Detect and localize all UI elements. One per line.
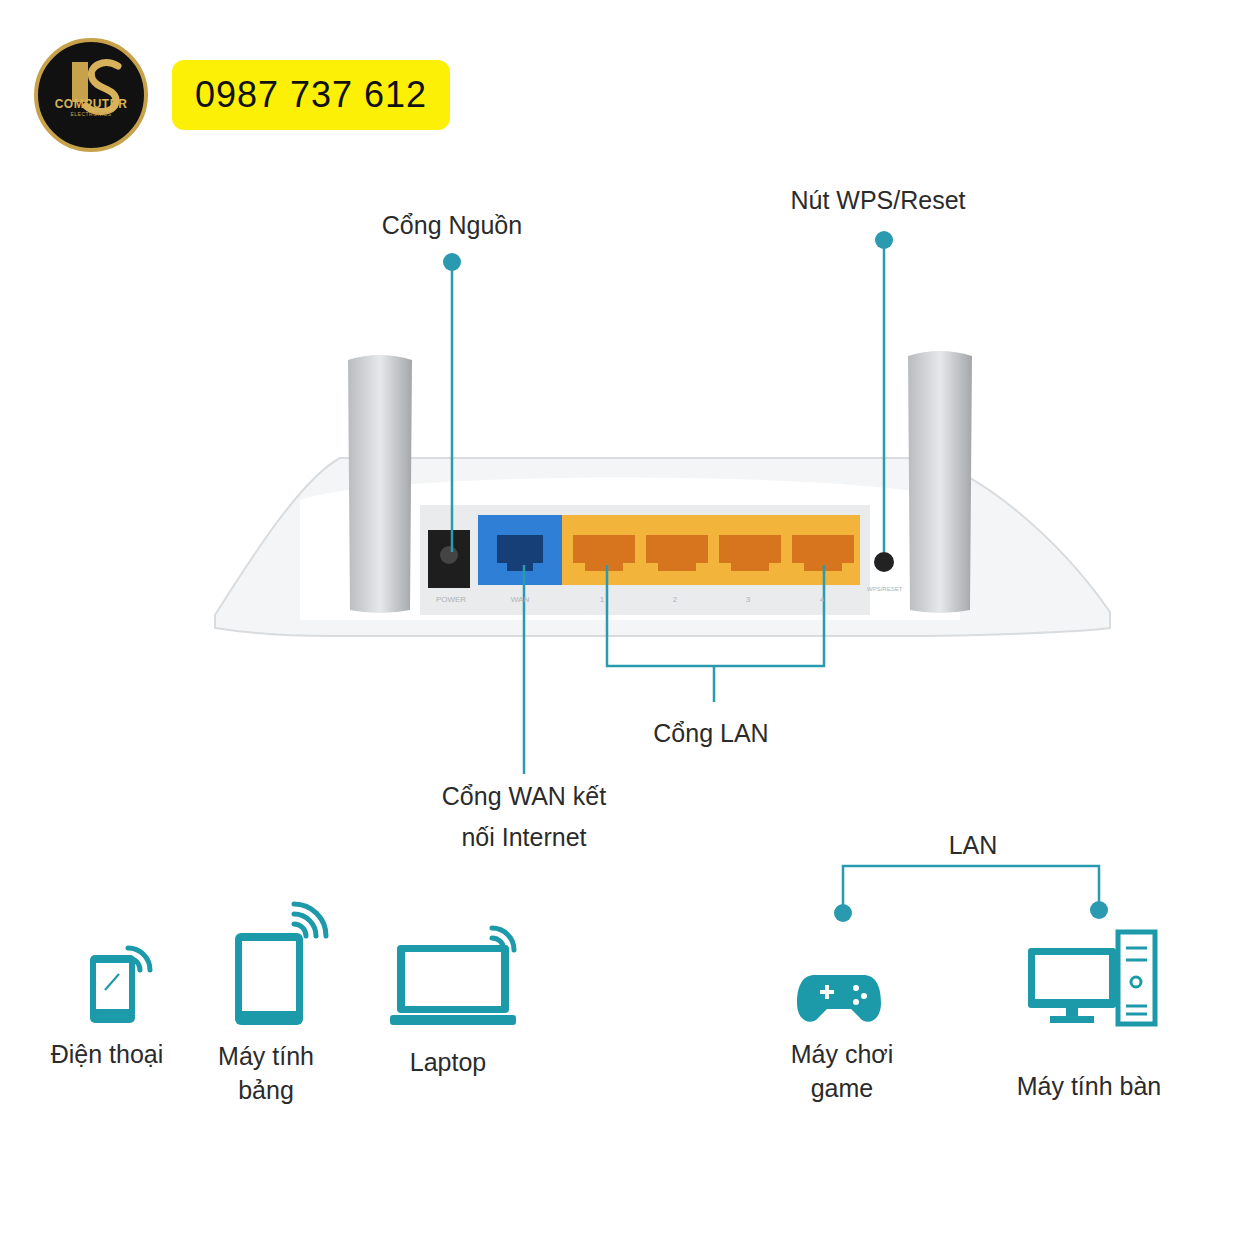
logo-symbol — [72, 62, 88, 102]
device-label: Điện thoại — [51, 1039, 164, 1070]
logo-circle — [36, 40, 146, 150]
antenna — [348, 355, 412, 613]
gamepad-icon — [797, 975, 881, 1022]
power-port — [428, 530, 470, 588]
port-marking: 1 — [600, 595, 604, 605]
port-marking: 2 — [673, 595, 677, 605]
desktop-icon — [1028, 932, 1155, 1024]
port-marking: WPS/RESET — [867, 586, 901, 594]
port-marking: 3 — [746, 595, 750, 605]
leader-dot — [443, 231, 1108, 922]
device-label: Máy tính bảng — [201, 1040, 331, 1108]
port-marking: 4 — [820, 595, 824, 605]
callout-label: Nút WPS/Reset — [790, 185, 965, 216]
port-marking: WAN — [511, 595, 529, 605]
wan-port — [478, 515, 562, 585]
logo-text: ELECTRONICS — [70, 112, 111, 118]
callout-label: Cổng Nguồn — [382, 210, 522, 241]
callout-label: Cổng WAN kết nối Internet — [424, 776, 624, 859]
phone-number: 0987 737 612 — [195, 75, 427, 115]
device-label: Máy tính bàn — [1017, 1071, 1162, 1102]
reset-button — [874, 552, 894, 572]
laptop-icon — [390, 945, 516, 1025]
wan-port — [497, 535, 543, 571]
phone-icon — [90, 955, 135, 1023]
callout-label: LAN — [949, 830, 998, 861]
logo-badge: COMPUTERELECTRONICS — [36, 40, 146, 150]
logo-text: COMPUTER — [55, 98, 128, 111]
lan-port — [573, 535, 854, 571]
leader-line — [452, 240, 1099, 912]
device-label: Máy chơi game — [777, 1038, 907, 1106]
power-port — [440, 546, 458, 564]
tablet-icon — [235, 933, 303, 1025]
device-label: Laptop — [410, 1047, 486, 1078]
port-marking: POWER — [436, 595, 466, 605]
port-panel — [420, 505, 870, 615]
callout-label: Cổng LAN — [653, 718, 768, 749]
phone-box: 0987 737 612 — [172, 60, 450, 130]
antenna — [908, 351, 972, 613]
